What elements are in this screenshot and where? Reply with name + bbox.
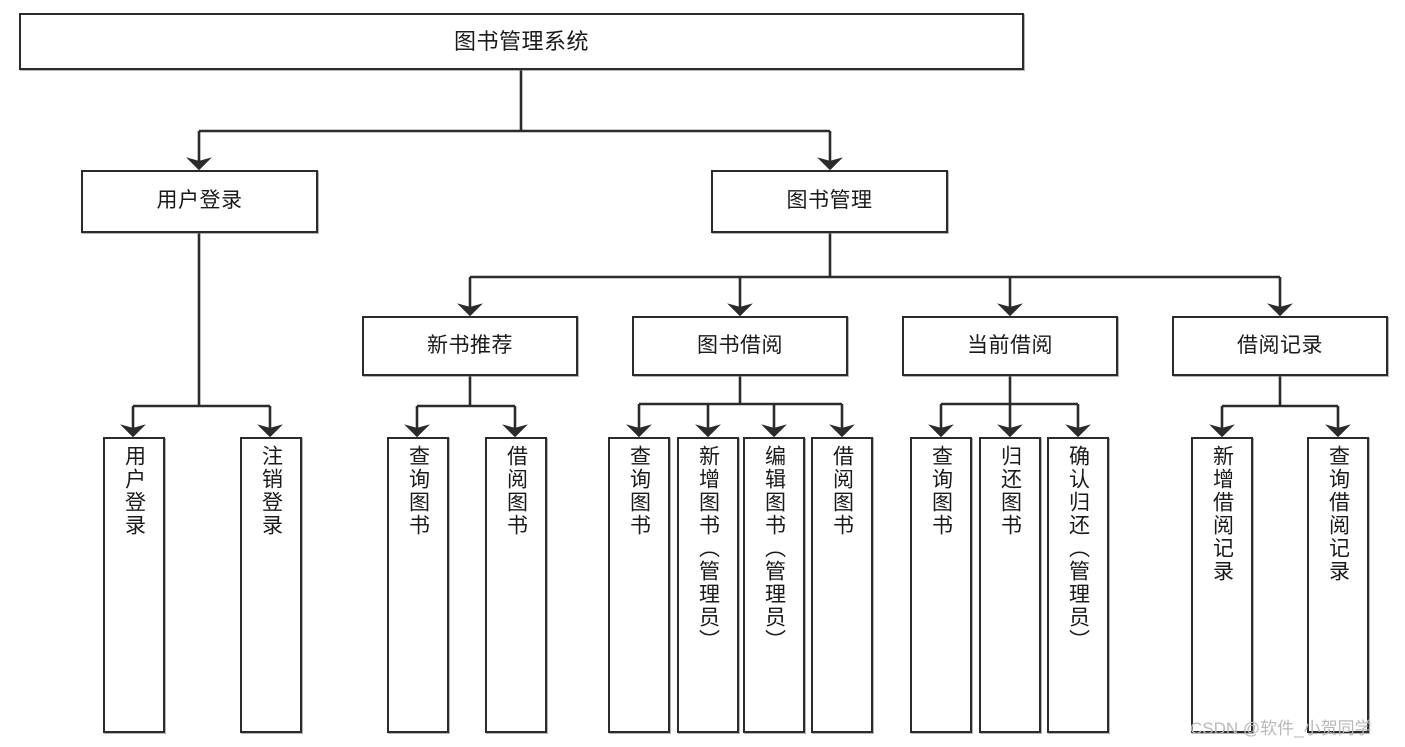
node-borrow-record-label: 借阅记录 xyxy=(1237,333,1323,357)
node-leaf-return-book-label: 归还图书 xyxy=(998,445,1022,537)
node-leaf-add-record[interactable]: 新增借阅记录 xyxy=(1191,437,1253,733)
node-current-borrow-label: 当前借阅 xyxy=(967,333,1053,357)
node-leaf-edit-book[interactable]: 编辑图书（管理员） xyxy=(743,437,805,733)
node-leaf-borrow-book-1[interactable]: 借阅图书 xyxy=(485,437,547,733)
node-leaf-add-record-label: 新增借阅记录 xyxy=(1210,445,1234,583)
node-leaf-add-book-label: 新增图书（管理员） xyxy=(696,445,720,652)
node-leaf-user-login[interactable]: 用户登录 xyxy=(103,437,165,733)
node-leaf-query-record-label: 查询借阅记录 xyxy=(1326,445,1350,583)
node-user-login-label: 用户登录 xyxy=(156,189,243,213)
node-leaf-user-login-label: 用户登录 xyxy=(122,445,146,537)
node-book-borrow[interactable]: 图书借阅 xyxy=(632,316,848,376)
node-book-manage-label: 图书管理 xyxy=(786,189,873,213)
node-leaf-query-book-2-label: 查询图书 xyxy=(627,445,651,537)
node-leaf-edit-book-label: 编辑图书（管理员） xyxy=(762,445,786,652)
node-leaf-confirm-return[interactable]: 确认归还（管理员） xyxy=(1047,437,1109,733)
node-new-book-recommend[interactable]: 新书推荐 xyxy=(362,316,578,376)
node-current-borrow[interactable]: 当前借阅 xyxy=(902,316,1118,376)
csdn-watermark: CSDN @软件_小贺同学 xyxy=(1190,719,1372,738)
node-leaf-add-book[interactable]: 新增图书（管理员） xyxy=(677,437,739,733)
node-leaf-query-book-3-label: 查询图书 xyxy=(929,445,953,537)
node-leaf-borrow-book-1-label: 借阅图书 xyxy=(504,445,528,537)
node-leaf-return-book[interactable]: 归还图书 xyxy=(979,437,1041,733)
node-leaf-query-book-2[interactable]: 查询图书 xyxy=(608,437,670,733)
node-leaf-borrow-book-2-label: 借阅图书 xyxy=(830,445,854,537)
node-leaf-logout-label: 注销登录 xyxy=(259,445,283,537)
node-book-manage[interactable]: 图书管理 xyxy=(711,170,948,233)
node-borrow-record[interactable]: 借阅记录 xyxy=(1172,316,1388,376)
node-leaf-query-book-1-label: 查询图书 xyxy=(406,445,430,537)
node-leaf-confirm-return-label: 确认归还（管理员） xyxy=(1066,445,1090,652)
node-book-borrow-label: 图书借阅 xyxy=(697,333,783,357)
node-leaf-query-book-3[interactable]: 查询图书 xyxy=(910,437,972,733)
node-leaf-logout[interactable]: 注销登录 xyxy=(240,437,302,733)
node-user-login[interactable]: 用户登录 xyxy=(81,170,318,233)
node-leaf-query-book-1[interactable]: 查询图书 xyxy=(387,437,449,733)
node-new-book-recommend-label: 新书推荐 xyxy=(427,333,513,357)
node-root[interactable]: 图书管理系统 xyxy=(19,13,1024,70)
node-leaf-query-record[interactable]: 查询借阅记录 xyxy=(1307,437,1369,733)
node-leaf-borrow-book-2[interactable]: 借阅图书 xyxy=(811,437,873,733)
node-root-label: 图书管理系统 xyxy=(453,28,589,54)
